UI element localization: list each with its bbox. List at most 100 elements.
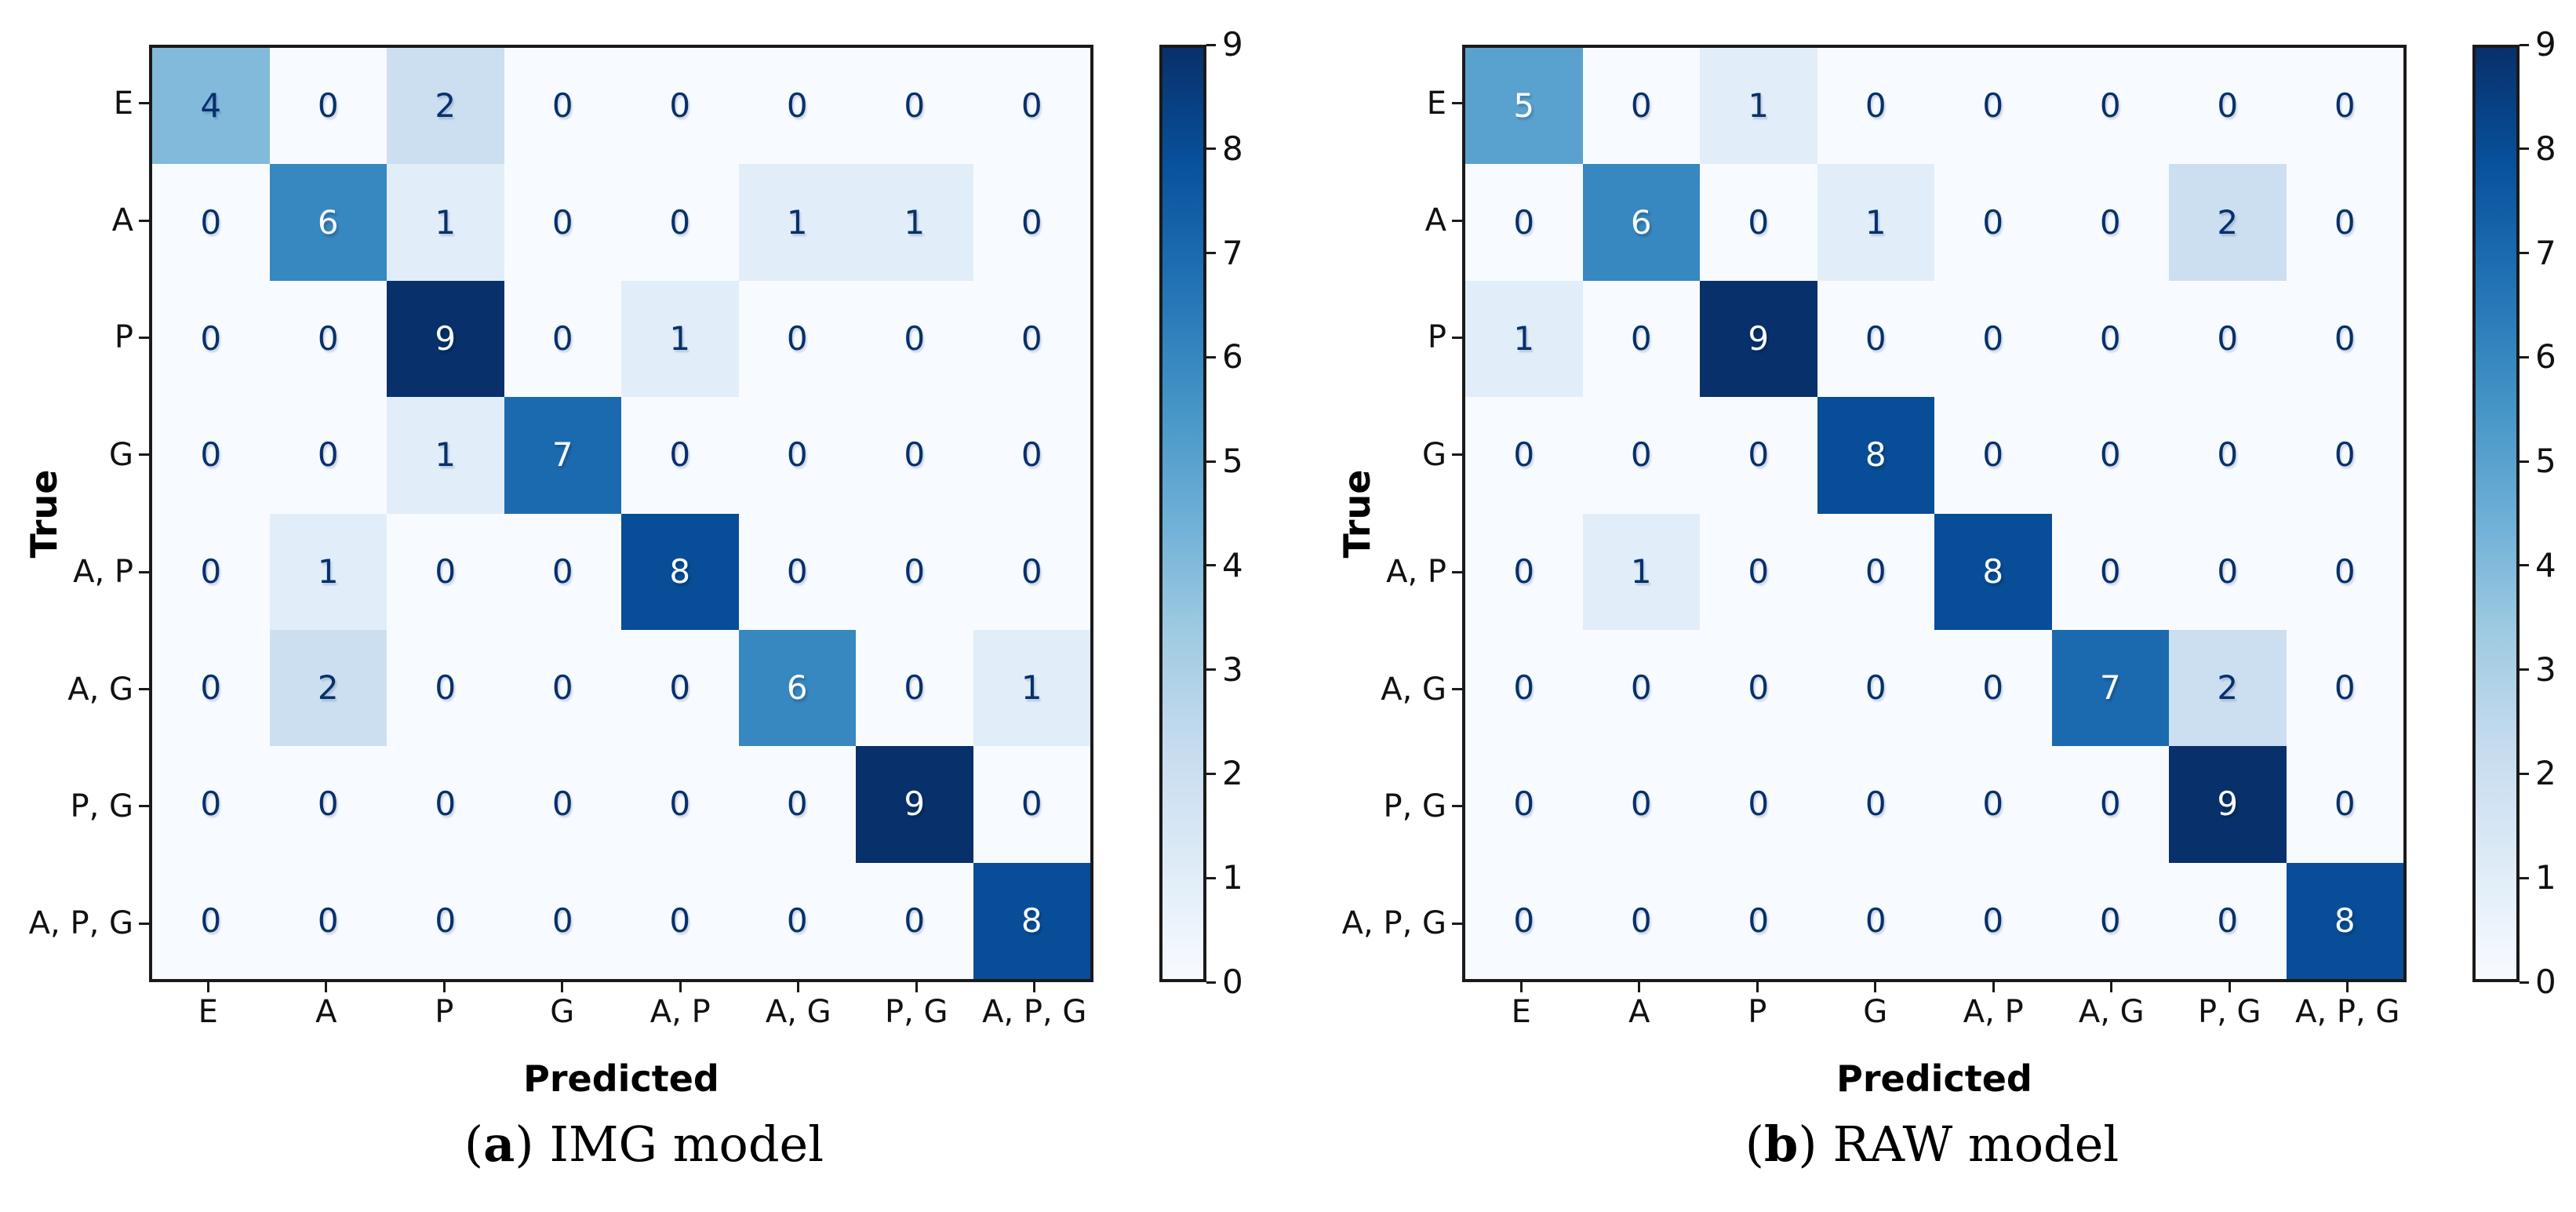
heatmap-cell: 0 — [2169, 48, 2287, 165]
y-tick-label: P — [114, 319, 133, 356]
cell-value: 2 — [317, 668, 339, 708]
heatmap-cell: 0 — [973, 48, 1090, 165]
x-tick-label: A — [315, 994, 337, 1030]
cell-value: 0 — [2334, 551, 2356, 591]
colorbar-tick-label: 1 — [2535, 858, 2556, 897]
cell-value: 6 — [317, 202, 339, 242]
heatmap-cell: 0 — [269, 48, 387, 165]
caption-letter: b — [1763, 1116, 1799, 1173]
heatmap-cell: 0 — [1582, 397, 1700, 514]
cell-value: 6 — [1630, 202, 1652, 242]
caption-close-paren: ) — [1798, 1116, 1817, 1173]
heatmap-cell: 0 — [2051, 746, 2169, 863]
x-tick-mark — [325, 982, 328, 992]
heatmap-cell: 0 — [621, 164, 739, 281]
caption-open-paren: ( — [1745, 1116, 1764, 1173]
cell-value: 0 — [435, 901, 457, 940]
cell-value: 0 — [1982, 668, 2004, 708]
x-tick-mark — [1992, 982, 1995, 992]
cell-value: 0 — [1865, 318, 1887, 358]
cell-value: 1 — [1630, 551, 1652, 591]
x-tick-mark — [1519, 982, 1523, 992]
heatmap-cell: 0 — [973, 513, 1090, 630]
y-tick-mark — [1452, 570, 1462, 573]
heatmap-cell: 0 — [152, 862, 270, 979]
heatmap-cell: 0 — [2286, 164, 2403, 281]
cell-value: 0 — [1513, 202, 1535, 242]
cell-value: 0 — [435, 784, 457, 824]
colorbar-tick-label: 1 — [1222, 858, 1243, 897]
heatmap-cell: 0 — [1582, 746, 1700, 863]
cell-value: 0 — [1982, 86, 2004, 126]
caption-letter: a — [483, 1116, 515, 1173]
heatmap-cell: 0 — [973, 397, 1090, 514]
colorbar-tick-mark — [1206, 43, 1216, 46]
heatmap-cell: 6 — [1582, 164, 1700, 281]
cell-value: 0 — [551, 202, 573, 242]
heatmap-cell: 9 — [856, 746, 973, 863]
cell-value: 0 — [2334, 318, 2356, 358]
heatmap-cell: 0 — [2051, 397, 2169, 514]
heatmap-cell: 0 — [504, 280, 621, 398]
heatmap-cell: 0 — [387, 862, 504, 979]
heatmap-cell: 0 — [1700, 513, 1817, 630]
cell-value: 0 — [669, 784, 691, 824]
cell-value: 0 — [1513, 435, 1535, 475]
cell-value: 0 — [1982, 784, 2004, 824]
heatmap-cell: 0 — [504, 862, 621, 979]
y-tick-label: A — [1424, 202, 1446, 239]
x-tick-mark — [206, 982, 209, 992]
heatmap-cell: 1 — [1465, 280, 1583, 398]
colorbar-tick-mark — [1206, 460, 1216, 463]
y-tick-mark — [1452, 922, 1462, 925]
heatmap-cell: 0 — [621, 862, 739, 979]
heatmap-cell: 0 — [2286, 746, 2403, 863]
colorbar-tick-mark — [2520, 876, 2529, 879]
colorbar-tick-mark — [1206, 252, 1216, 255]
colorbar-tick-label: 2 — [2535, 754, 2556, 793]
heatmap-cell: 0 — [1700, 862, 1817, 979]
y-tick-label: P, G — [1383, 788, 1446, 824]
heatmap-cell: 0 — [1934, 48, 2052, 165]
heatmap-cell: 0 — [152, 746, 270, 863]
colorbar-tick-mark — [2520, 252, 2529, 255]
heatmap-cell: 0 — [973, 164, 1090, 281]
heatmap-cell: 0 — [504, 746, 621, 863]
colorbar — [2472, 45, 2520, 982]
heatmap-cell: 0 — [269, 397, 387, 514]
cell-value: 0 — [904, 435, 926, 475]
heatmap-cell: 0 — [1582, 862, 1700, 979]
heatmap-cell: 6 — [738, 629, 856, 747]
heatmap-cell: 0 — [738, 513, 856, 630]
heatmap-cell: 0 — [2286, 629, 2403, 747]
cell-value: 0 — [1982, 435, 2004, 475]
heatmap-cell: 0 — [1934, 397, 2052, 514]
y-tick-mark — [139, 336, 149, 339]
heatmap-cell: 0 — [2051, 48, 2169, 165]
heatmap-cell: 0 — [856, 280, 973, 398]
cell-value: 9 — [435, 318, 457, 358]
heatmap-cell: 0 — [504, 164, 621, 281]
colorbar-tick-label: 0 — [2535, 963, 2556, 1001]
cell-value: 0 — [551, 86, 573, 126]
cell-value: 0 — [1630, 901, 1652, 940]
colorbar-tick-mark — [1206, 981, 1216, 984]
heatmap-cell: 9 — [1700, 280, 1817, 398]
cell-value: 0 — [1865, 86, 1887, 126]
y-tick-mark — [1452, 102, 1462, 105]
heatmap-cell: 0 — [2051, 862, 2169, 979]
cell-value: 0 — [1021, 784, 1042, 824]
y-tick-label: E — [1426, 85, 1446, 122]
heatmap-cell: 8 — [621, 513, 739, 630]
colorbar-tick-label: 9 — [1222, 25, 1243, 64]
cell-value: 0 — [551, 318, 573, 358]
cell-value: 9 — [1748, 318, 1770, 358]
cell-value: 1 — [317, 551, 339, 591]
heatmap-cell: 2 — [387, 48, 504, 165]
heatmap-cell: 0 — [1465, 164, 1583, 281]
colorbar-tick-mark — [2520, 147, 2529, 151]
colorbar-tick-label: 7 — [2535, 233, 2556, 272]
caption-open-paren: ( — [464, 1116, 484, 1173]
heatmap-cell: 1 — [738, 164, 856, 281]
colorbar-tick-label: 8 — [1222, 129, 1243, 168]
